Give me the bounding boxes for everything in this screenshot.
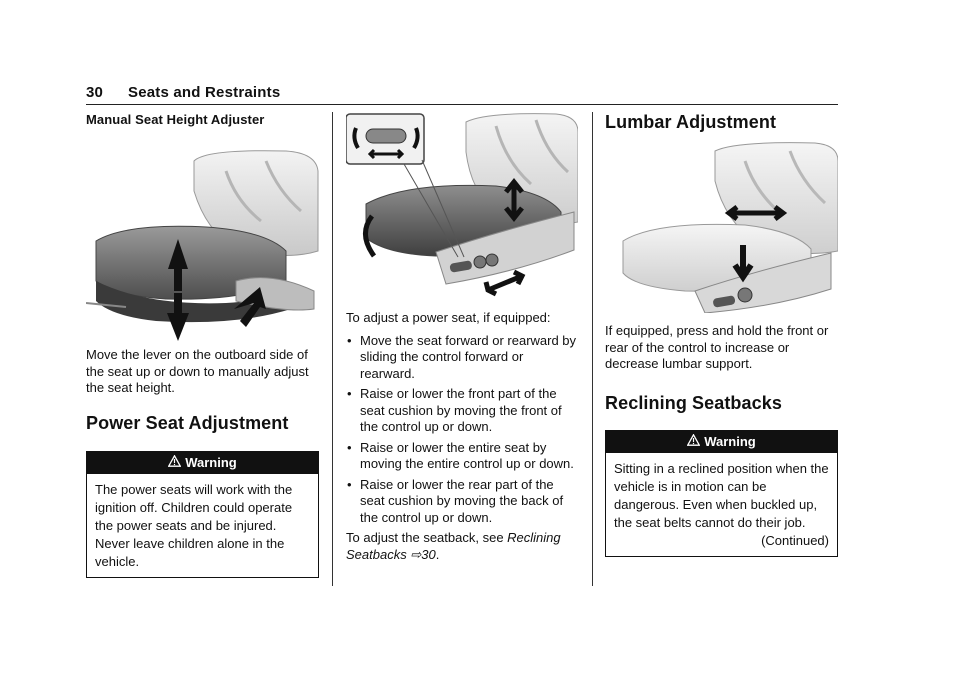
reclining-seatbacks-heading: Reclining Seatbacks [605,392,782,413]
power-seat-heading: Power Seat Adjustment [86,412,289,433]
lumbar-adjustment-illustration [605,141,838,313]
reclining-warning-box: Warning Sitting in a reclined position w… [605,429,838,557]
middle-column: To adjust a power seat, if equipped: •Mo… [346,112,578,563]
list-item: •Move the seat forward or rearward by sl… [347,332,577,381]
section-title: Seats and Restraints [128,84,281,101]
column-divider [332,112,333,586]
lumbar-heading: Lumbar Adjustment [605,112,777,132]
power-seat-illustration [346,112,578,304]
manual-seat-height-text: Move the lever on the outboard side of t… [86,347,309,395]
page-ref-arrow-icon: ⇨ [410,546,422,562]
warning-triangle-icon [167,452,182,474]
warning-triangle-icon [686,431,701,453]
lumbar-text: If equipped, press and hold the front or… [605,323,829,371]
warning-header: Warning [606,430,837,453]
page-number: 30 [86,84,104,101]
list-item: •Raise or lower the rear part of the sea… [347,476,564,525]
page-ref-number[interactable]: 30 [421,546,436,562]
warning-label: Warning [704,433,756,449]
power-seat-warning-box: Warning The power seats will work with t… [86,450,319,578]
manual-seat-height-heading: Manual Seat Height Adjuster [86,112,265,127]
warning-text: Sitting in a reclined position when the … [614,460,829,530]
power-seat-bullet-list: •Move the seat forward or rearward by sl… [346,333,578,527]
continued-label: (Continued) [761,532,829,548]
warning-text: The power seats will work with the ignit… [95,481,293,569]
list-item: •Raise or lower the entire seat by movin… [347,439,574,472]
right-column: Lumbar Adjustment If equipped, press and… [605,112,838,557]
column-divider [592,112,593,586]
seatback-reference: To adjust the seatback, see Reclining Se… [346,530,561,562]
left-column: Manual Seat Height Adjuster Move the lev… [86,112,319,578]
page-header: 30 Seats and Restraints [86,84,838,105]
manual-seat-height-illustration [86,131,319,341]
list-item: •Raise or lower the front part of the se… [347,386,562,434]
power-seat-intro: To adjust a power seat, if equipped: [346,310,551,325]
reclining-seatbacks-link[interactable]: Reclining Seatbacks [346,530,561,562]
warning-header: Warning [87,451,318,474]
warning-label: Warning [185,454,237,470]
